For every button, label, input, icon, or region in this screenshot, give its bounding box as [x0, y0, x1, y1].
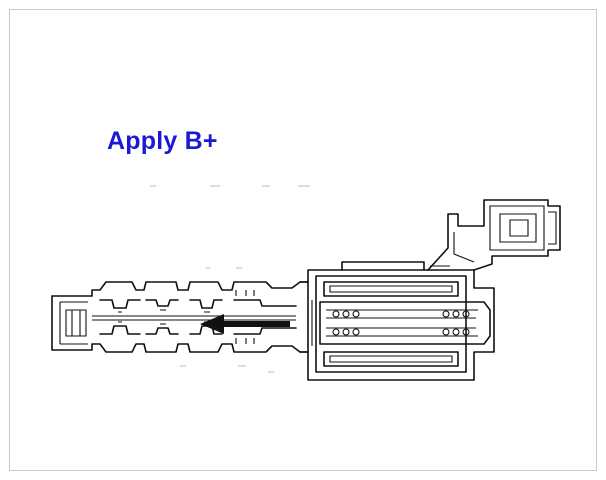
diagram-frame: [9, 9, 597, 471]
electrical-connector: [341, 199, 561, 271]
valve-body: [51, 281, 309, 353]
solenoid-housing: [299, 269, 495, 381]
flow-arrow: [200, 314, 290, 334]
apply-b-plus-label: Apply B+: [107, 127, 218, 155]
scan-specks: [150, 185, 310, 373]
